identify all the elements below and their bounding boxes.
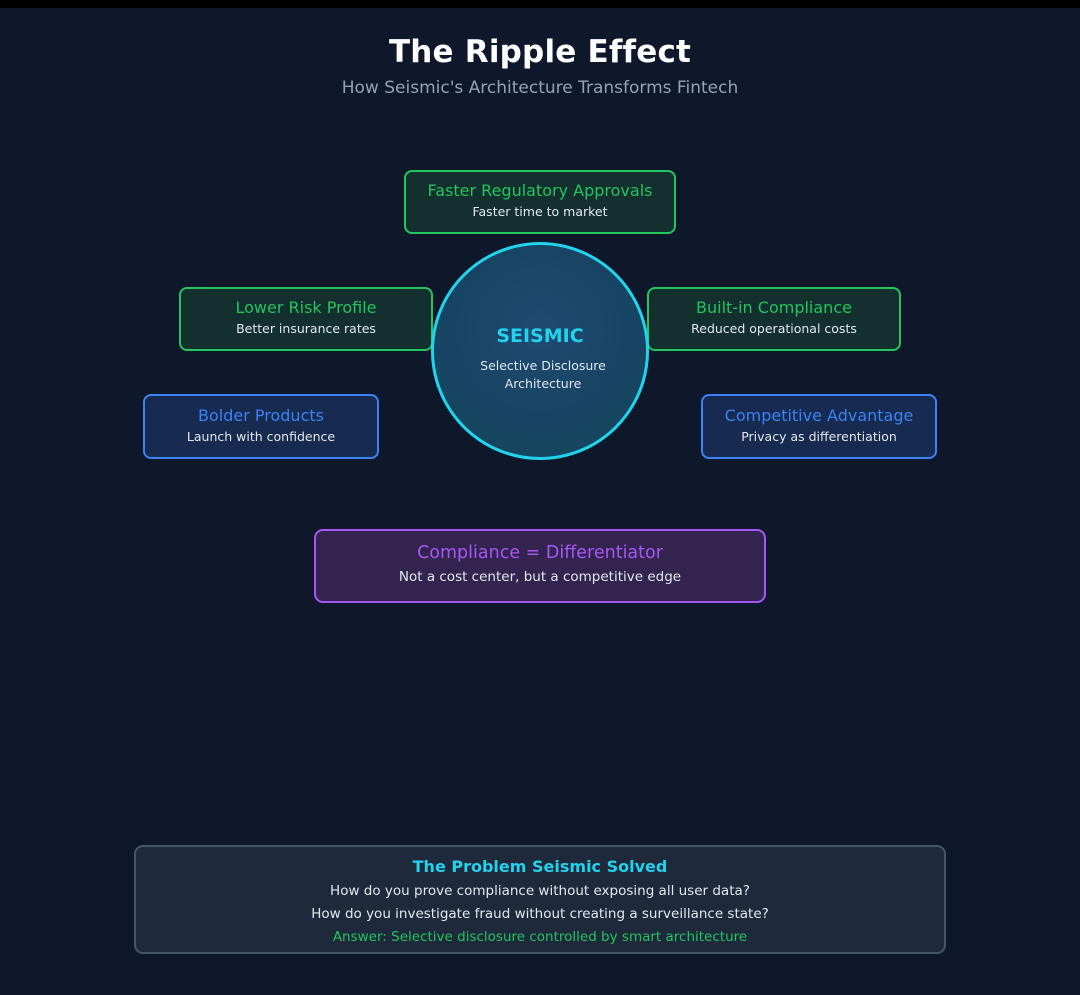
effect-box-compliance: Built-in Compliance Reduced operational … [647,287,901,351]
effect-detail: Reduced operational costs [691,321,857,336]
problem-question: How do you investigate fraud without cre… [311,906,769,922]
effect-detail: Better insurance rates [236,321,376,336]
effect-title: Bolder Products [198,406,324,425]
effect-detail: Launch with confidence [186,429,336,444]
problem-question: How do you prove compliance without expo… [330,883,750,899]
effect-box-regulatory: Faster Regulatory Approvals Faster time … [404,170,676,234]
problem-title: The Problem Seismic Solved [412,857,668,876]
conclusion-box: Compliance = Differentiator Not a cost c… [314,529,766,603]
effect-detail: Faster time to market [472,204,608,219]
effect-box-advantage: Competitive Advantage Privacy as differe… [701,394,937,459]
conclusion-detail: Not a cost center, but a competitive edg… [398,569,682,585]
conclusion-title: Compliance = Differentiator [417,543,663,563]
page-subtitle: How Seismic's Architecture Transforms Fi… [341,78,739,98]
effect-title: Faster Regulatory Approvals [427,181,653,200]
effect-detail: Privacy as differentiation [741,429,897,444]
problem-answer: Answer: Selective disclosure controlled … [332,929,748,945]
effect-title: Built-in Compliance [696,298,852,317]
top-bar [0,0,1080,8]
diagram-canvas: The Ripple Effect How Seismic's Architec… [0,8,1080,995]
hub-title: SEISMIC [496,325,584,347]
effect-box-risk: Lower Risk Profile Better insurance rate… [179,287,433,351]
seismic-hub-circle: SEISMIC Selective Disclosure Architectur… [431,242,649,460]
effect-box-products: Bolder Products Launch with confidence [143,394,379,459]
effect-title: Lower Risk Profile [235,298,377,317]
page-title: The Ripple Effect [388,34,692,70]
effect-title: Competitive Advantage [724,406,914,425]
problem-panel: The Problem Seismic Solved How do you pr… [134,845,946,954]
hub-subtitle: Selective Disclosure Architecture [480,358,606,391]
